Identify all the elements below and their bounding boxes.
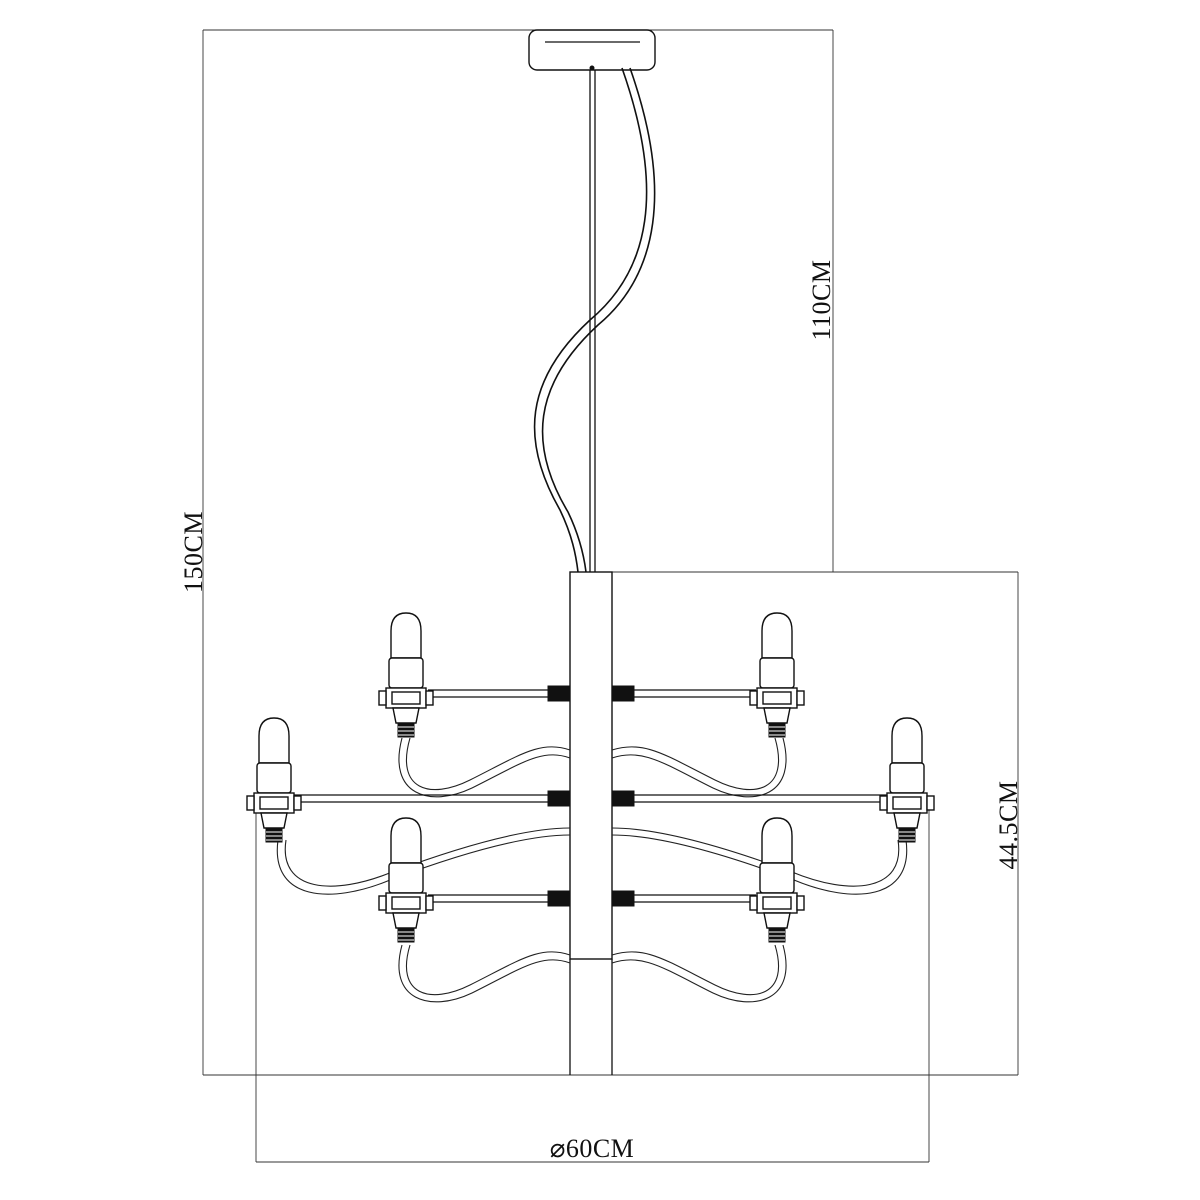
lamp-middle-left [246, 717, 302, 843]
arms [292, 685, 890, 907]
lamp-upper-right [749, 612, 805, 738]
lamp-lower-right [749, 817, 805, 943]
dimension-lines [202, 29, 1019, 1163]
total-height-label: 150CM [179, 511, 208, 593]
lamp-lower-left [378, 817, 434, 943]
suspension [533, 67, 656, 573]
central-column [569, 571, 613, 1075]
ceiling-canopy [528, 29, 656, 71]
lamp-middle-right [879, 717, 935, 843]
lamp-upper-left [378, 612, 434, 738]
body-height-label: 44.5CM [994, 781, 1023, 870]
diameter-label: ⌀60CM [550, 1134, 635, 1163]
drop-length-label: 110CM [807, 260, 836, 341]
